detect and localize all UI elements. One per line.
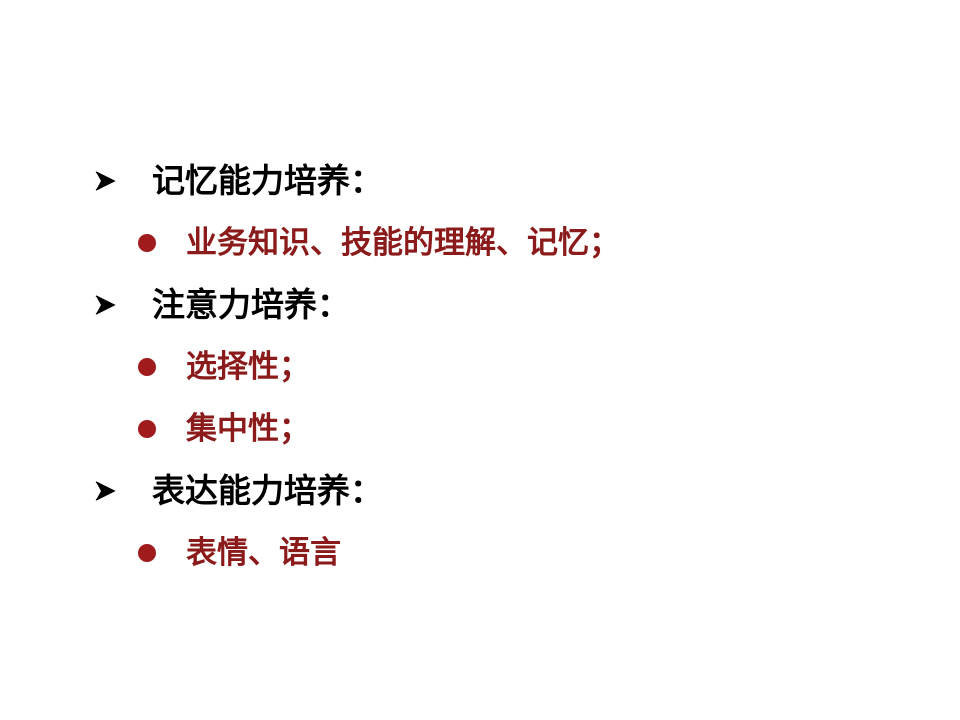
list-item: 表情、语言 xyxy=(94,522,894,584)
list-item-text: 注意力培养： xyxy=(152,285,350,324)
list-item: 选择性； xyxy=(94,336,894,398)
list-item-text: 记忆能力培养： xyxy=(152,161,383,200)
dot-bullet-icon xyxy=(138,544,156,562)
list-item: 记忆能力培养： xyxy=(94,150,894,212)
list-item-text: 表情、语言 xyxy=(186,535,341,571)
dot-bullet-icon xyxy=(138,358,156,376)
dot-bullet-icon xyxy=(138,420,156,438)
list-item: 业务知识、技能的理解、记忆； xyxy=(94,212,894,274)
arrow-bullet-icon xyxy=(95,171,116,191)
dot-bullet-icon xyxy=(138,234,156,252)
list-item-text: 业务知识、技能的理解、记忆； xyxy=(186,225,620,261)
bullet-list: 记忆能力培养： 业务知识、技能的理解、记忆； 注意力培养： 选择性； 集中性； xyxy=(94,150,894,584)
list-item-text: 集中性； xyxy=(186,411,310,447)
list-item: 注意力培养： xyxy=(94,274,894,336)
list-item: 表达能力培养： xyxy=(94,460,894,522)
arrow-bullet-icon xyxy=(95,295,116,315)
list-item: 集中性； xyxy=(94,398,894,460)
list-item-text: 表达能力培养： xyxy=(152,471,383,510)
list-item-text: 选择性； xyxy=(186,349,310,385)
arrow-bullet-icon xyxy=(95,481,116,501)
